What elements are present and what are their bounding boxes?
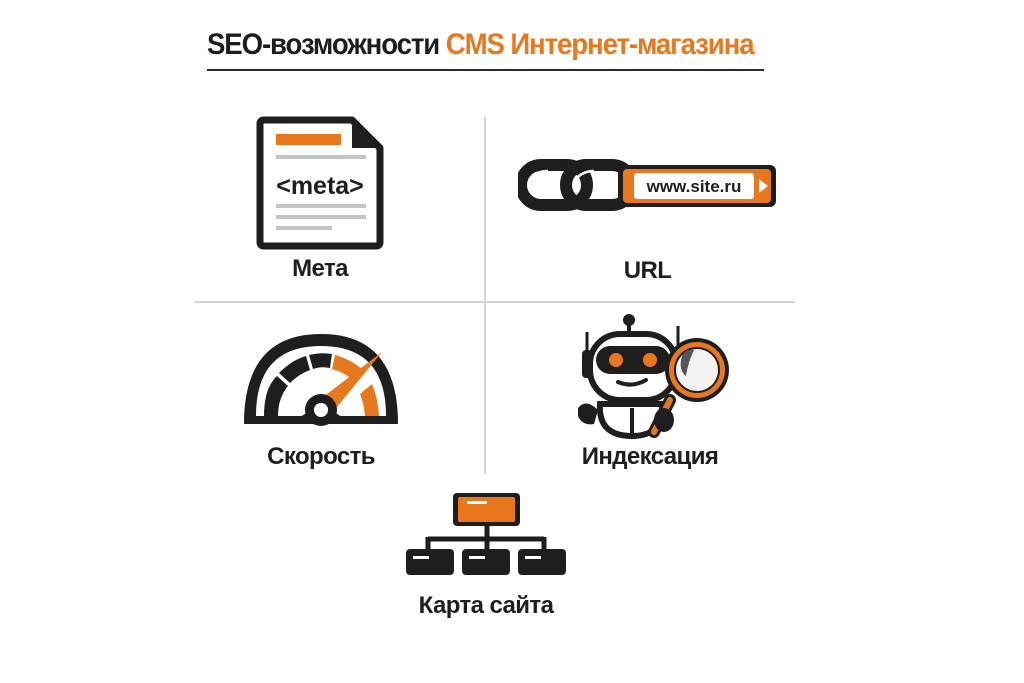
title-prefix: SEO-возможности <box>207 28 446 61</box>
svg-text:www.site.ru: www.site.ru <box>646 177 742 196</box>
vertical-divider <box>484 117 486 474</box>
feature-url: www.site.ru URL <box>510 150 785 290</box>
feature-label-sitemap: Карта сайта <box>418 592 554 619</box>
feature-label-indexing: Индексация <box>581 443 719 470</box>
feature-meta: <meta> Мета <box>250 112 390 292</box>
feature-label-url: URL <box>623 257 672 284</box>
sitemap-icon <box>406 493 566 575</box>
horizontal-divider <box>195 301 795 303</box>
feature-speed: Скорость <box>236 328 406 478</box>
feature-indexing: Индексация <box>560 310 740 475</box>
robot-magnifier-icon <box>578 314 729 440</box>
feature-label-meta: Мета <box>292 255 348 282</box>
title-accent: CMS Интернет-магазина <box>445 28 755 61</box>
feature-sitemap: Карта сайта <box>398 488 574 628</box>
meta-document-icon: <meta> <box>256 116 384 250</box>
feature-label-speed: Скорость <box>267 443 375 470</box>
title-underline <box>207 69 764 71</box>
chain-link-url-icon: www.site.ru <box>518 159 776 211</box>
speedometer-icon <box>244 334 398 426</box>
page-title: SEO-возможности CMS Интернет-магазина <box>207 28 755 62</box>
svg-text:<meta>: <meta> <box>276 172 364 200</box>
